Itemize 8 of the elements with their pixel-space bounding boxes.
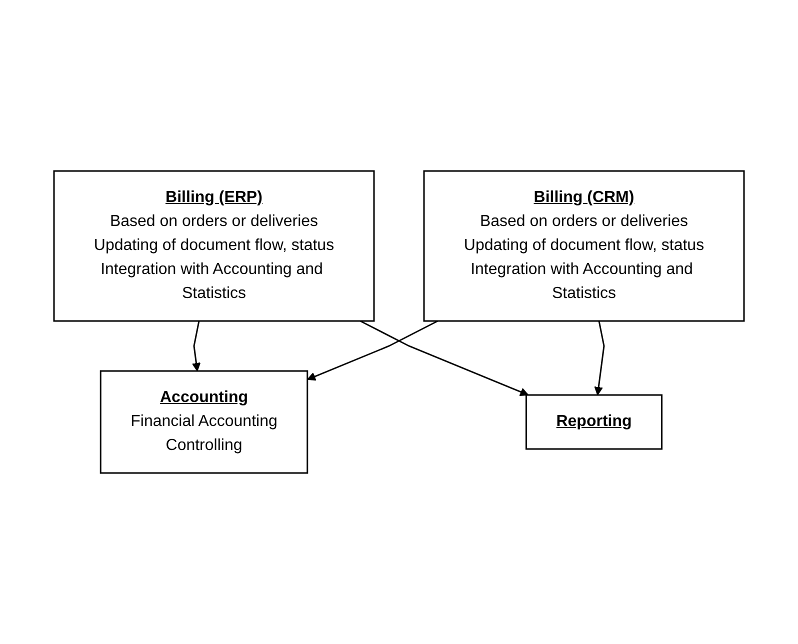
node-box: Billing (CRM) Based on orders or deliveries Updating of document flow, status Integration with Accounting and Statistics [423,170,745,322]
arrow [306,320,438,381]
node-box: Accounting Financial Accounting Controlling [100,370,308,474]
arrow [192,320,201,372]
node-box: Reporting [525,394,663,450]
node-box: Billing (ERP) Based on orders or deliveries Updating of document flow, status Integration with Accounting and Statistics [53,170,375,322]
arrow [360,320,529,396]
arrow [594,320,605,396]
